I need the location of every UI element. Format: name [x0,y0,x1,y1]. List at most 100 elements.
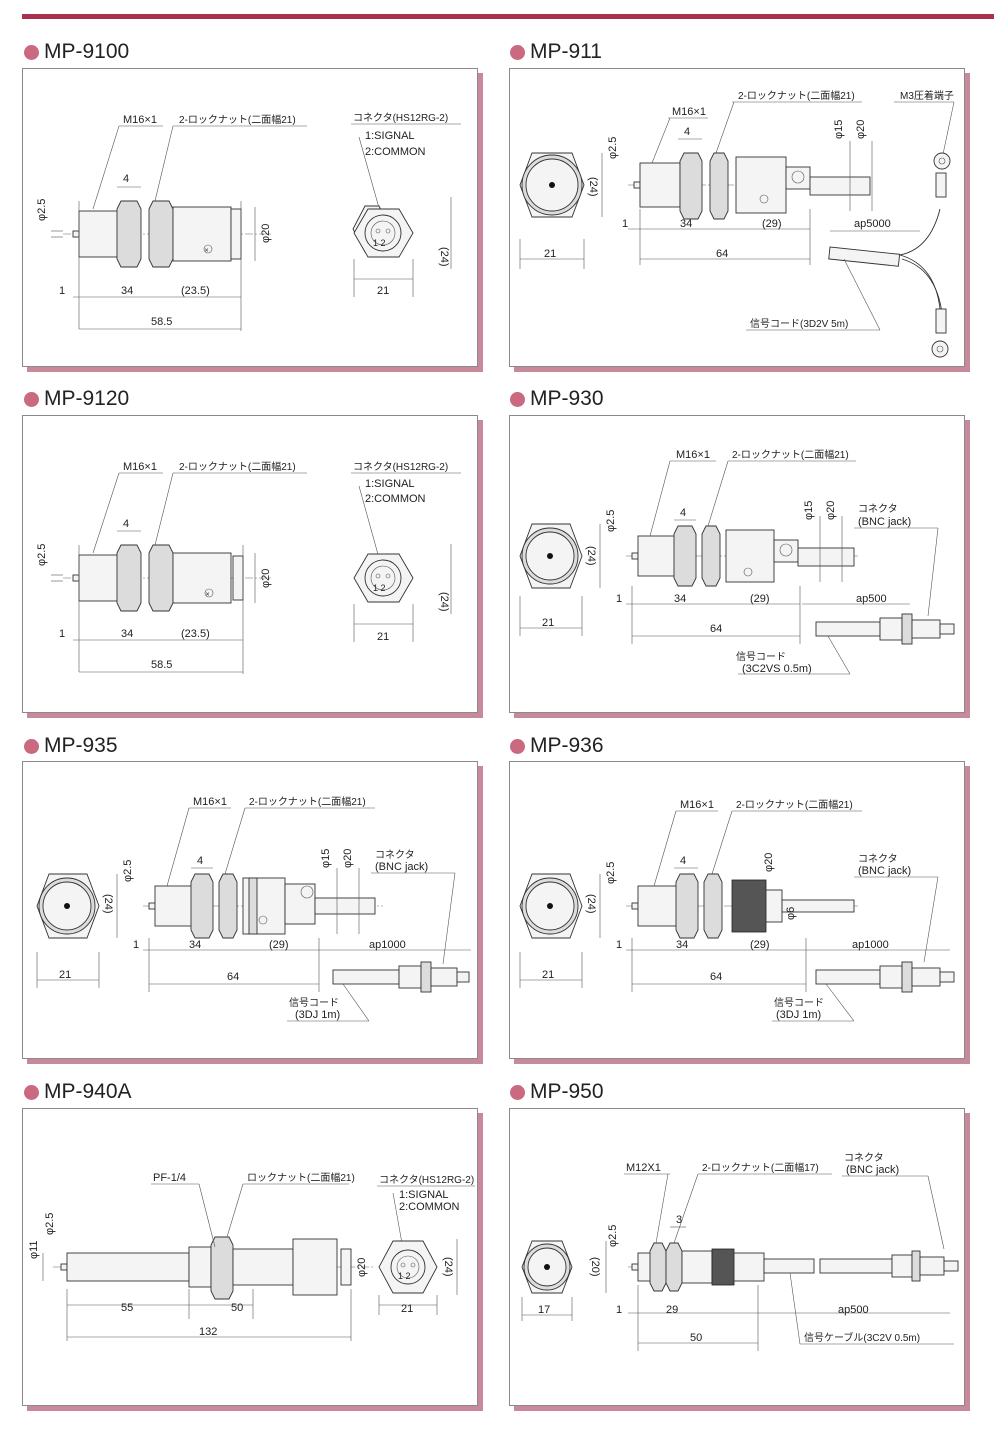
svg-text:4: 4 [680,507,686,519]
svg-text:4: 4 [123,173,129,185]
svg-text:55: 55 [121,1302,133,1314]
svg-text:φ2.5: φ2.5 [607,137,619,159]
svg-text:ap500: ap500 [856,593,887,605]
svg-text:(3C2VS 0.5m): (3C2VS 0.5m) [742,663,812,675]
svg-text:2:COMMON: 2:COMMON [365,146,426,158]
svg-text:(24): (24) [587,177,599,197]
svg-text:(BNC jack): (BNC jack) [375,861,428,873]
svg-text:(24): (24) [102,894,114,914]
svg-text:21: 21 [542,969,554,981]
svg-text:φ15: φ15 [833,120,845,139]
nut-label: 2-ロックナット(二面幅21) [249,795,366,808]
svg-text:4: 4 [123,518,129,530]
svg-text:φ2.5: φ2.5 [605,862,617,884]
svg-text:(23.5): (23.5) [181,628,210,640]
svg-text:50: 50 [690,1332,702,1344]
svg-text:1 2: 1 2 [373,238,386,248]
svg-text:ap1000: ap1000 [369,939,406,951]
panel-title-mp911: MP-911 [510,40,602,64]
svg-text:(BNC jack): (BNC jack) [846,1164,899,1176]
svg-text:17: 17 [538,1304,550,1316]
connector-label: コネクタ [844,1152,884,1164]
svg-text:1 2: 1 2 [398,1271,411,1281]
thread-label: M16×1 [680,799,714,811]
svg-text:(24): (24) [442,1257,454,1277]
svg-text:(BNC jack): (BNC jack) [858,516,911,528]
technical-drawing: 21 (24) φ2.5 M16×1 2-ロックナット(二面幅21) コネクタ … [519,448,955,675]
svg-text:φ11: φ11 [28,1240,40,1259]
svg-text:21: 21 [377,631,389,643]
svg-text:1: 1 [59,628,65,640]
technical-drawing: 21 (24) φ2.5 M16×1 2-ロックナット(二面幅21) コネクタ … [36,795,471,1022]
technical-drawing: 21 (24) φ2.5 M16×1 2-ロックナット(二面幅21) コネクタ … [519,798,955,1022]
bullet-icon [24,391,39,407]
svg-text:(24): (24) [585,894,597,914]
panel-title-mp950: MP-950 [510,1080,604,1104]
svg-text:2:COMMON: 2:COMMON [399,1201,460,1213]
connector-label: コネクタ(HS12RG-2) [353,461,448,473]
bullet-icon [24,44,39,60]
drawing-panel-mp9120: × M16×1 2-ロックナット(二面幅21) 4 φ2.5 φ20 1 34 … [22,415,478,713]
svg-text:34: 34 [680,218,692,230]
svg-text:1:SIGNAL: 1:SIGNAL [365,130,415,142]
thread-label: M16×1 [676,449,710,461]
svg-text:φ20: φ20 [260,569,272,588]
svg-text:1: 1 [616,1304,622,1316]
connector-label: コネクタ [858,853,898,865]
svg-text:2:COMMON: 2:COMMON [365,493,426,505]
svg-text:58.5: 58.5 [151,659,172,671]
connector-label: コネクタ(HS12RG-2) [379,1174,474,1186]
bullet-icon [24,738,39,754]
svg-text:1: 1 [616,593,622,605]
svg-text:ap500: ap500 [838,1304,869,1316]
terminal-label: M3圧着端子 [900,89,954,102]
technical-drawing: PF-1/4 ロックナット(二面幅21) φ11 φ2.5 φ20 55 50 … [28,1171,475,1341]
connector-label: コネクタ [858,503,898,515]
drawing-panel-mp9100: × M16×1 2-ロックナット(二面幅21) 4 φ2.5 φ20 1 34 … [22,68,478,367]
svg-text:1: 1 [133,939,139,951]
svg-text:21: 21 [544,248,556,260]
header-rule [22,14,994,19]
svg-text:21: 21 [377,285,389,297]
svg-text:4: 4 [197,855,203,867]
nut-label: 2-ロックナット(二面幅21) [179,113,296,126]
svg-text:φ20: φ20 [356,1258,368,1277]
svg-text:×: × [205,248,209,255]
svg-text:φ2.5: φ2.5 [36,199,48,221]
drawing-panel-mp950: 17 (20) φ2.5 M12X1 2-ロックナット(二面幅17) コネクタ … [509,1108,965,1406]
svg-text:1:SIGNAL: 1:SIGNAL [399,1189,449,1201]
technical-drawing: × M16×1 2-ロックナット(二面幅21) 4 φ2.5 φ20 1 34 … [36,112,461,331]
thread-label: M16×1 [193,796,227,808]
svg-text:21: 21 [401,1303,413,1315]
svg-text:(3DJ 1m): (3DJ 1m) [776,1009,821,1021]
panel-title-mp935: MP-935 [24,734,118,758]
panel-title-mp9100: MP-9100 [24,40,129,64]
panel-title-mp930: MP-930 [510,387,604,411]
thread-label: PF-1/4 [153,1172,186,1184]
svg-text:132: 132 [199,1326,217,1338]
panel-title-mp9120: MP-9120 [24,387,129,411]
svg-text:(BNC jack): (BNC jack) [858,865,911,877]
cable-label: 信号コード(3D2V 5m) [750,318,848,330]
svg-text:1: 1 [59,285,65,297]
svg-text:φ20: φ20 [825,501,837,520]
drawing-panel-mp936: 21 (24) φ2.5 M16×1 2-ロックナット(二面幅21) コネクタ … [509,761,965,1059]
svg-text:φ2.5: φ2.5 [607,1225,619,1247]
panel-title-mp940a: MP-940A [24,1080,132,1104]
svg-text:(29): (29) [750,593,770,605]
svg-text:φ6: φ6 [785,907,797,920]
nut-label: 2-ロックナット(二面幅17) [702,1161,819,1174]
svg-text:φ20: φ20 [342,849,354,868]
svg-text:φ15: φ15 [320,849,332,868]
nut-label: 2-ロックナット(二面幅21) [738,89,855,102]
svg-text:φ2.5: φ2.5 [44,1213,56,1235]
connector-label: コネクタ(HS12RG-2) [353,112,448,124]
thread-label: M16×1 [123,114,157,126]
svg-text:29: 29 [666,1304,678,1316]
nut-label: 2-ロックナット(二面幅21) [179,460,296,473]
bullet-icon [24,1084,39,1100]
svg-text:(24): (24) [438,592,450,612]
svg-text:1 2: 1 2 [373,583,386,593]
svg-text:φ20: φ20 [763,853,775,872]
svg-text:3: 3 [676,1214,682,1226]
